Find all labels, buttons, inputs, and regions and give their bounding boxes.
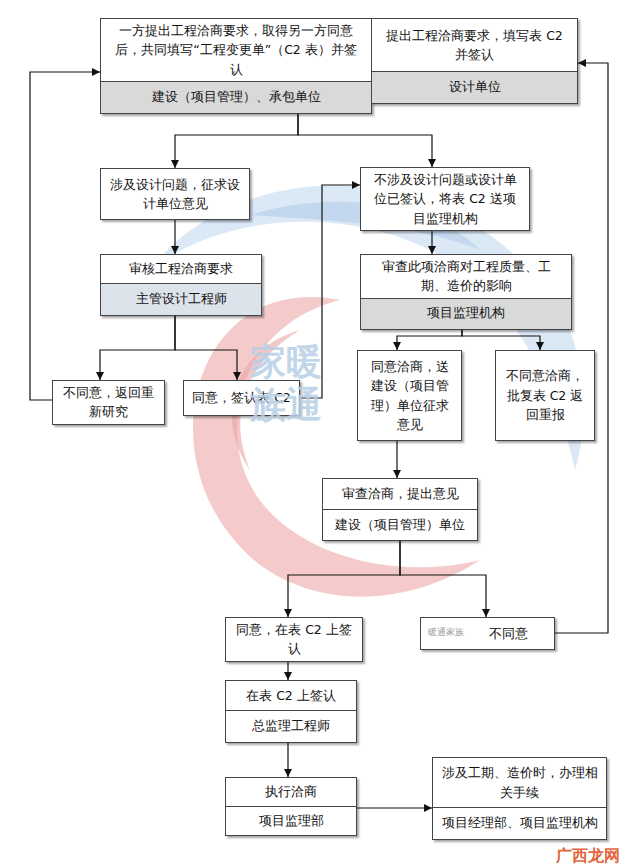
step-text: 不同意 bbox=[421, 618, 554, 649]
process-box: 执行洽商项目监理部 bbox=[225, 777, 357, 836]
process-box: 一方提出工程洽商要求，取得另一方同意后，共同填写“工程变更单”（C2 表）并签认… bbox=[100, 18, 372, 114]
process-box: 不同意 bbox=[420, 617, 555, 650]
step-text: 一方提出工程洽商要求，取得另一方同意后，共同填写“工程变更单”（C2 表）并签认 bbox=[101, 19, 371, 81]
responsible-party: 设计单位 bbox=[372, 71, 577, 103]
step-text: 涉及设计问题，征求设计单位意见 bbox=[101, 169, 249, 219]
step-text: 不同意洽商，批复表 C2 返回重报 bbox=[496, 351, 594, 440]
process-box: 提出工程洽商要求，填写表 C2 并签认设计单位 bbox=[371, 18, 578, 104]
flow-arrow bbox=[174, 220, 175, 254]
process-box: 不涉及设计问题或设计单位已签认，将表 C2 送项目监理机构 bbox=[360, 167, 530, 231]
flow-arrow bbox=[100, 316, 175, 380]
step-text: 审查洽商，提出意见 bbox=[323, 479, 477, 509]
responsible-party: 项目监理部 bbox=[226, 806, 356, 835]
flow-arrow bbox=[300, 185, 360, 398]
flow-arrow bbox=[288, 541, 400, 617]
process-box: 审查此项洽商对工程质量、工期、造价的影响项目监理机构 bbox=[360, 254, 572, 330]
step-text: 涉及工期、造价时，办理相关手续 bbox=[433, 758, 606, 807]
flow-arrow bbox=[555, 63, 608, 633]
flow-arrow bbox=[30, 72, 100, 400]
flow-arrow bbox=[431, 231, 432, 254]
step-text: 同意洽商，送建设（项目管理）单位征求意见 bbox=[358, 351, 461, 440]
responsible-party: 总监理工程师 bbox=[226, 710, 356, 742]
step-text: 同意，在表 C2 上签认 bbox=[226, 618, 362, 661]
process-box: 审查洽商，提出意见建设（项目管理）单位 bbox=[322, 478, 478, 541]
responsible-party: 项目经理部、项目监理机构 bbox=[433, 807, 606, 839]
responsible-party: 建设（项目管理）、承包单位 bbox=[101, 81, 371, 113]
process-box: 同意洽商，送建设（项目管理）单位征求意见 bbox=[357, 350, 462, 441]
process-box: 审核工程洽商要求主管设计工程师 bbox=[100, 254, 262, 316]
step-text: 不涉及设计问题或设计单位已签认，将表 C2 送项目监理机构 bbox=[361, 168, 529, 230]
responsible-party: 建设（项目管理）单位 bbox=[323, 509, 477, 540]
flow-arrow bbox=[175, 316, 237, 380]
step-text: 在表 C2 上签认 bbox=[226, 681, 356, 710]
step-text: 不同意，返回重新研究 bbox=[53, 381, 164, 424]
flow-arrow bbox=[175, 114, 298, 168]
responsible-party: 项目监理机构 bbox=[361, 298, 571, 329]
flow-arrow bbox=[298, 114, 432, 167]
process-box: 同意，签认表 C2 bbox=[183, 380, 300, 416]
process-box: 在表 C2 上签认总监理工程师 bbox=[225, 680, 357, 743]
red-swirl bbox=[193, 297, 480, 597]
step-text: 审核工程洽商要求 bbox=[101, 255, 261, 283]
process-box: 涉及设计问题，征求设计单位意见 bbox=[100, 168, 250, 220]
process-box: 涉及工期、造价时，办理相关手续项目经理部、项目监理机构 bbox=[432, 757, 607, 840]
step-text: 同意，签认表 C2 bbox=[184, 381, 299, 415]
step-text: 执行洽商 bbox=[226, 778, 356, 806]
flow-arrow bbox=[397, 330, 462, 350]
step-text: 审查此项洽商对工程质量、工期、造价的影响 bbox=[361, 255, 571, 298]
flow-arrow bbox=[400, 541, 486, 617]
process-box: 同意，在表 C2 上签认 bbox=[225, 617, 363, 662]
flow-arrow bbox=[287, 662, 288, 680]
flow-arrow bbox=[396, 441, 397, 478]
process-box: 不同意，返回重新研究 bbox=[52, 380, 165, 425]
step-text: 提出工程洽商要求，填写表 C2 并签认 bbox=[372, 19, 577, 71]
process-box: 不同意洽商，批复表 C2 返回重报 bbox=[495, 350, 595, 441]
flow-arrow bbox=[357, 807, 432, 808]
watermark: 广西龙网 bbox=[556, 846, 640, 865]
responsible-party: 主管设计工程师 bbox=[101, 283, 261, 315]
flow-arrow bbox=[462, 330, 540, 350]
flow-arrow bbox=[287, 743, 288, 777]
